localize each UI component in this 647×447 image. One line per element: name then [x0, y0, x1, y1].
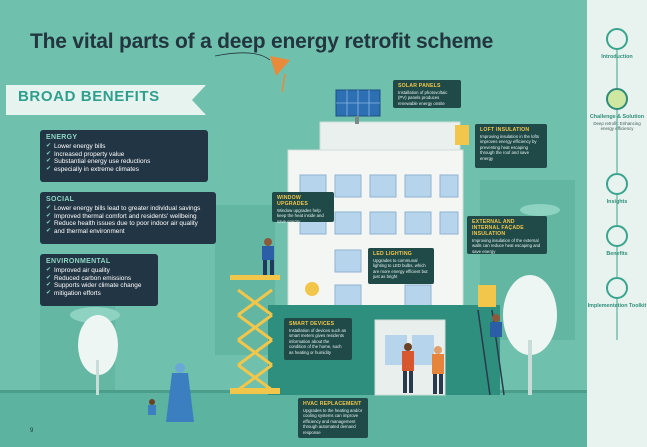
resident-figures [402, 343, 444, 394]
window-upgrades-callout: WINDOW UPGRADES Window upgrades help kee… [272, 192, 334, 224]
benefit-item-continued: especially in extreme climates [46, 166, 202, 174]
nav-item-introduction[interactable]: Introduction [587, 28, 647, 60]
nav-item-implementation-toolkit[interactable]: Implementation Toolkit [587, 277, 647, 309]
solar-panels-callout: SOLAR PANELS Installation of photovoltai… [393, 80, 461, 108]
nav-circle-icon [606, 277, 628, 299]
callout-text: Upgrades to the heating and/or cooling s… [303, 408, 363, 435]
nav-item-benefits[interactable]: Benefits [587, 225, 647, 257]
benefit-item: Substantial energy use reductions [46, 158, 202, 166]
nav-label: Challenge & Solution [589, 114, 645, 120]
facade-insulation-callout: EXTERNAL AND INTERNAL FAÇADE INSULATION … [467, 216, 547, 254]
benefit-item-continued: and thermal environment [46, 228, 210, 236]
mother-and-child [148, 363, 194, 422]
nav-label: Benefits [606, 251, 628, 257]
benefit-item-continued: mitigation efforts [46, 290, 152, 298]
callout-text: Installation of photovoltaic (PV) panels… [398, 90, 448, 106]
benefit-item: Reduce health issues due to poor indoor … [46, 220, 210, 228]
window-grid [299, 174, 459, 308]
nav-item-insights[interactable]: Insights [587, 173, 647, 205]
callout-text: Window upgrades help keep the heat insid… [277, 208, 324, 224]
ground [0, 392, 587, 447]
insulation-roll [455, 125, 469, 145]
kite [214, 52, 290, 93]
section-navigation: Introduction Challenge & Solution Deep r… [587, 0, 647, 447]
solar-panel [335, 89, 381, 124]
nav-circle-active-icon [606, 88, 628, 110]
nav-circle-icon [606, 225, 628, 247]
hvac-replacement-callout: HVAC REPLACEMENT Upgrades to the heating… [298, 398, 368, 438]
benefit-item: Reduced carbon emissions [46, 275, 152, 283]
smart-devices-callout: SMART DEVICES Installation of devices su… [284, 318, 352, 360]
cloud [520, 204, 560, 216]
callout-title: SMART DEVICES [289, 321, 335, 327]
nav-circle-icon [606, 173, 628, 195]
benefit-item: Supports wider climate change [46, 282, 152, 290]
callout-text: Improving insulation in the lofts improv… [480, 134, 539, 161]
kite-body [270, 56, 290, 76]
callout-title: LED LIGHTING [373, 251, 412, 257]
nav-circle-icon [606, 28, 628, 50]
tree [78, 315, 118, 375]
benefit-heading: ENERGY [46, 134, 78, 141]
loft-insulation-callout: LOFT INSULATION Improving insulation in … [475, 124, 547, 168]
benefit-heading: SOCIAL [46, 196, 75, 203]
benefit-item: Lower energy bills [46, 143, 202, 151]
nav-sublabel: Deep retrofit: Enhancing energy efficien… [593, 121, 641, 132]
callout-title: EXTERNAL AND INTERNAL FAÇADE INSULATION [472, 219, 524, 237]
benefit-item: Increased property value [46, 151, 202, 159]
social-benefits-box: SOCIAL Lower energy bills lead to greate… [40, 192, 216, 244]
callout-text: Upgrades to communal lighting to LED bul… [373, 258, 428, 280]
nav-label: Insights [606, 199, 628, 205]
nav-item-challenge-solution[interactable]: Challenge & Solution Deep retrofit: Enha… [587, 88, 647, 132]
callout-text: Installation of devices such as smart me… [289, 328, 347, 355]
benefit-item: Improved thermal comfort and residents' … [46, 213, 210, 221]
building-illustration [0, 52, 587, 447]
nav-label: Introduction [601, 54, 633, 60]
roof-section [319, 121, 461, 151]
page-title: The vital parts of a deep energy retrofi… [30, 30, 494, 53]
banner-label: BROAD BENEFITS [18, 88, 160, 105]
worker-on-ladder [477, 285, 505, 396]
callout-title: WINDOW UPGRADES [277, 195, 309, 207]
callout-text: Improving insulation of the external wal… [472, 238, 541, 254]
lift-platform [230, 275, 280, 280]
benefit-item: Lower energy bills lead to greater indiv… [46, 205, 210, 213]
callout-title: LOFT INSULATION [480, 127, 530, 133]
tree [503, 275, 557, 355]
energy-benefits-box: ENERGY Lower energy bills Increased prop… [40, 130, 208, 182]
benefit-item: Improved air quality [46, 267, 152, 275]
callout-title: HVAC REPLACEMENT [303, 401, 362, 407]
worker-on-lift [262, 238, 274, 275]
page-number: 9 [30, 428, 34, 434]
banner-ribbon [6, 85, 206, 115]
led-bulb [305, 282, 319, 296]
environmental-benefits-box: ENVIRONMENTAL Improved air quality Reduc… [40, 254, 158, 306]
led-lighting-callout: LED LIGHTING Upgrades to communal lighti… [368, 248, 434, 284]
callout-title: SOLAR PANELS [398, 83, 441, 89]
nav-label: Implementation Toolkit [587, 303, 647, 309]
scissor-lift [237, 288, 273, 392]
benefit-heading: ENVIRONMENTAL [46, 258, 111, 265]
